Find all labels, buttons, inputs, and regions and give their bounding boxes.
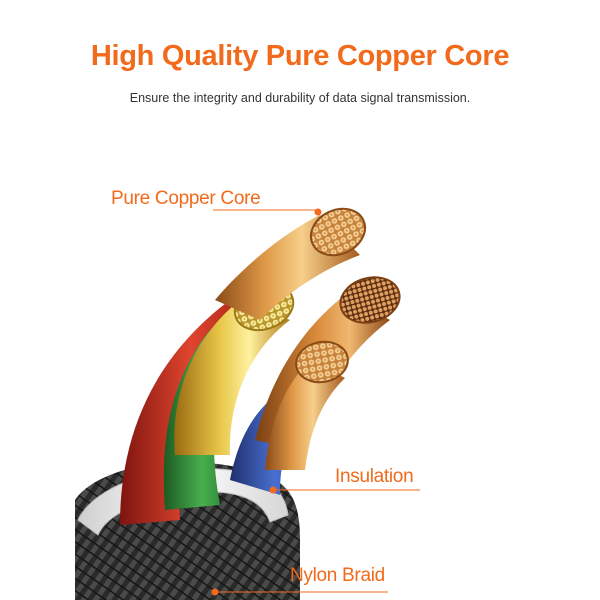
front-copper-core (265, 360, 345, 470)
page-title: High Quality Pure Copper Core (90, 40, 510, 72)
nylon-callout-dot (211, 588, 219, 596)
page-subtitle: Ensure the integrity and durability of d… (129, 91, 471, 105)
front-core-face (295, 340, 349, 384)
copper-callout-dot (314, 208, 322, 216)
gold-copper-core (174, 300, 290, 455)
callout-label-insulation: Insulation (335, 466, 414, 487)
insulation-callout-dot (269, 486, 277, 494)
callout-label-nylon-braid: Nylon Braid (290, 565, 385, 586)
callout-label-copper-core: Pure Copper Core (111, 188, 261, 209)
right-core-face (339, 276, 401, 324)
top-core-face (309, 207, 367, 257)
